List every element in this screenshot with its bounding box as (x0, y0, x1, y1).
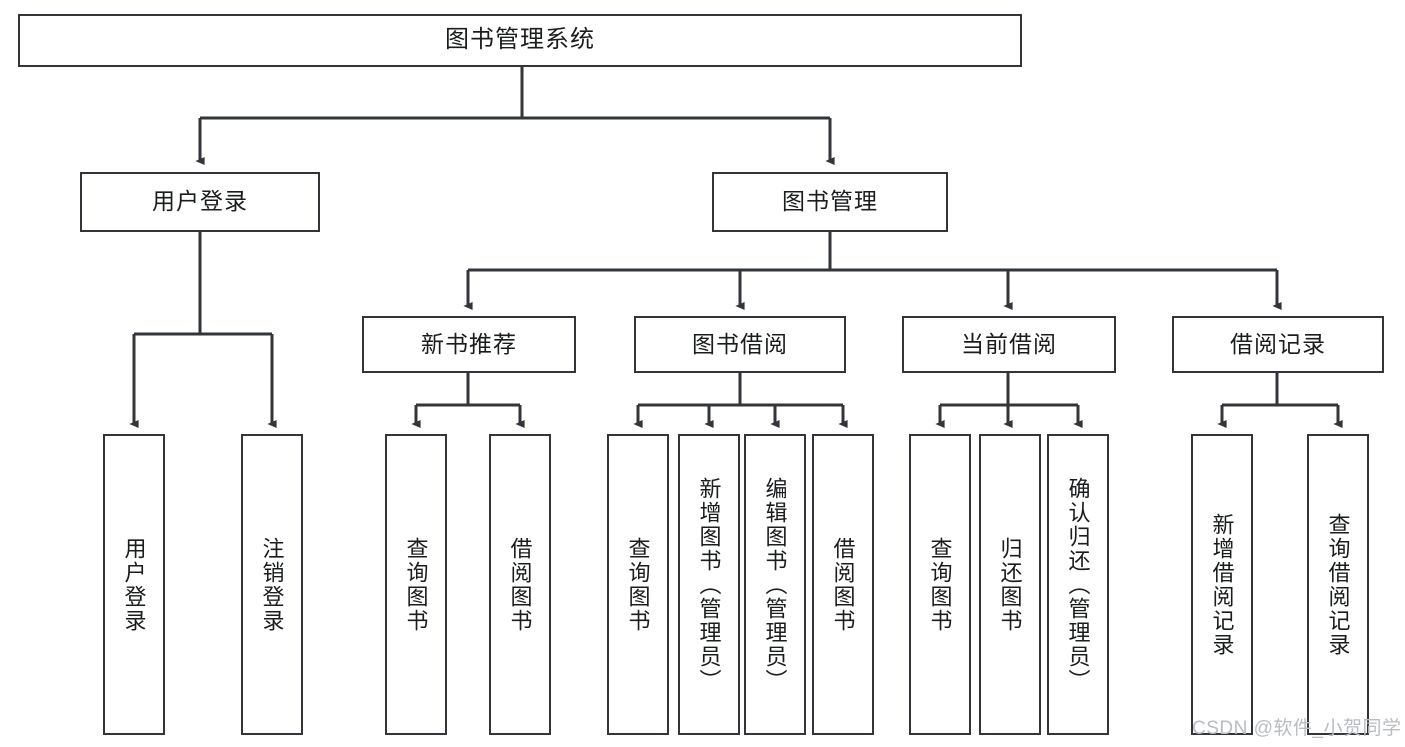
node-leaf-borrow-book-1[interactable]: 借阅图书 (489, 434, 551, 735)
node-label: 查询图书 (403, 536, 429, 633)
node-new-book-recommend[interactable]: 新书推荐 (362, 316, 576, 373)
node-label: 归还图书 (997, 536, 1023, 633)
node-leaf-query-book-1[interactable]: 查询图书 (385, 434, 447, 735)
node-book-management-system[interactable]: 图书管理系统 (18, 14, 1022, 67)
node-leaf-edit-book[interactable]: 编辑图书（管理员） (744, 434, 806, 735)
node-label: 借阅记录 (1230, 330, 1326, 357)
node-leaf-user-login[interactable]: 用户登录 (103, 434, 165, 735)
node-label: 新增图书（管理员） (696, 476, 722, 693)
node-leaf-return-book[interactable]: 归还图书 (979, 434, 1041, 735)
node-label: 借阅图书 (830, 536, 856, 633)
node-leaf-add-borrow-record[interactable]: 新增借阅记录 (1191, 434, 1253, 735)
node-label: 确认归还（管理员） (1065, 476, 1091, 693)
node-label: 用户登录 (121, 536, 147, 633)
node-current-borrow[interactable]: 当前借阅 (902, 316, 1116, 373)
node-leaf-query-borrow-record[interactable]: 查询借阅记录 (1307, 434, 1369, 735)
node-borrow-record[interactable]: 借阅记录 (1172, 316, 1384, 373)
node-label: 新增借阅记录 (1209, 512, 1235, 657)
node-leaf-add-book[interactable]: 新增图书（管理员） (678, 434, 740, 735)
node-label: 新书推荐 (421, 330, 517, 357)
node-label: 借阅图书 (507, 536, 533, 633)
node-leaf-query-book-2[interactable]: 查询图书 (607, 434, 669, 735)
node-label: 查询图书 (625, 536, 651, 633)
node-book-manage[interactable]: 图书管理 (712, 172, 948, 232)
node-user-login[interactable]: 用户登录 (80, 172, 320, 232)
node-label: 查询借阅记录 (1325, 512, 1351, 657)
node-label: 图书借阅 (692, 330, 788, 357)
node-label: 查询图书 (927, 536, 953, 633)
node-label: 用户登录 (152, 188, 248, 215)
node-label: 图书管理系统 (445, 26, 595, 54)
node-leaf-confirm-return[interactable]: 确认归还（管理员） (1047, 434, 1109, 735)
node-leaf-query-book-3[interactable]: 查询图书 (909, 434, 971, 735)
node-leaf-borrow-book-2[interactable]: 借阅图书 (812, 434, 874, 735)
node-book-borrow[interactable]: 图书借阅 (634, 316, 846, 373)
node-label: 编辑图书（管理员） (762, 476, 788, 693)
node-leaf-logout-login[interactable]: 注销登录 (241, 434, 303, 735)
node-label: 注销登录 (259, 536, 285, 633)
node-label: 当前借阅 (961, 330, 1057, 357)
node-label: 图书管理 (782, 188, 878, 215)
